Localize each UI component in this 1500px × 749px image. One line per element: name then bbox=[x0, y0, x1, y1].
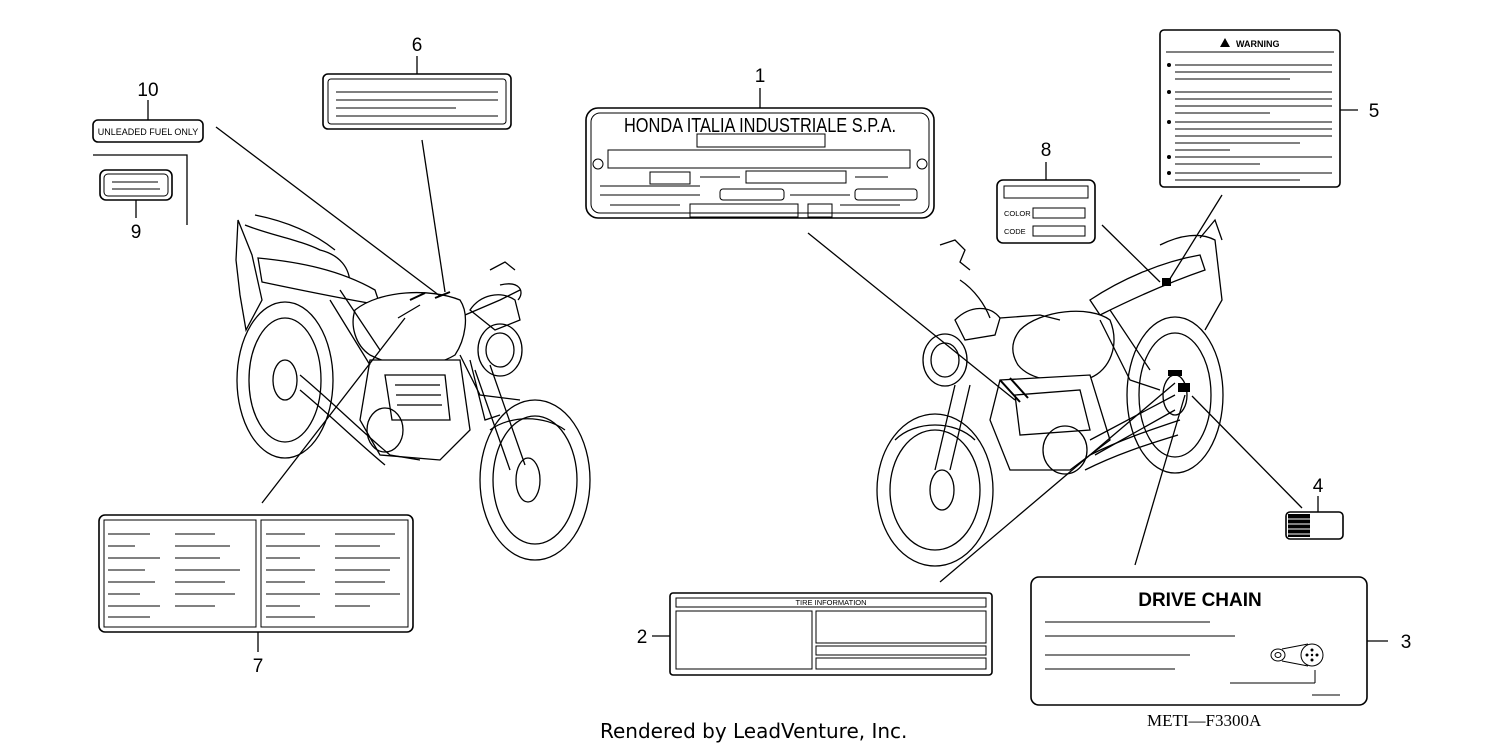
label-6 bbox=[322, 73, 512, 130]
callout-5: 5 bbox=[1369, 101, 1380, 122]
label-10-unleaded-fuel: UNLEADED FUEL ONLY bbox=[92, 119, 204, 143]
label-3-drive-chain: DRIVE CHAIN bbox=[1030, 576, 1368, 706]
callout-1: 1 bbox=[755, 66, 766, 87]
leader-lines bbox=[215, 126, 1303, 583]
motorcycle-left-view bbox=[235, 214, 591, 561]
label-9 bbox=[99, 169, 173, 201]
callout-9: 9 bbox=[131, 222, 142, 243]
chain-sprocket-icon bbox=[1270, 643, 1324, 667]
warning-text: WARNING bbox=[1236, 39, 1280, 49]
drive-chain-text: DRIVE CHAIN bbox=[1138, 590, 1262, 611]
callout-7: 7 bbox=[253, 656, 264, 677]
code-text: CODE bbox=[1004, 227, 1026, 236]
color-text: COLOR bbox=[1004, 209, 1031, 218]
unleaded-fuel-text: UNLEADED FUEL ONLY bbox=[98, 127, 199, 137]
label-2-tire-information: TIRE INFORMATION bbox=[669, 592, 993, 676]
callout-2: 2 bbox=[637, 627, 648, 648]
label-8-color-code: COLOR CODE bbox=[996, 179, 1096, 244]
tire-information-text: TIRE INFORMATION bbox=[795, 598, 866, 607]
rendered-by-text: Rendered by LeadVenture, Inc. bbox=[600, 719, 907, 743]
motorcycle-right-view bbox=[876, 218, 1224, 567]
diagram-code: METI—F3300A bbox=[1147, 711, 1262, 730]
callout-6: 6 bbox=[412, 35, 423, 56]
callout-10: 10 bbox=[137, 80, 158, 101]
honda-plate-text: HONDA ITALIA INDUSTRIALE S.P.A. bbox=[624, 115, 896, 137]
label-5-warning: WARNING bbox=[1159, 29, 1341, 188]
label-1-id-plate: HONDA ITALIA INDUSTRIALE S.P.A. bbox=[585, 107, 935, 219]
label-7 bbox=[98, 514, 414, 633]
callout-4: 4 bbox=[1313, 476, 1324, 497]
callout-8: 8 bbox=[1041, 140, 1052, 161]
callout-3: 3 bbox=[1401, 632, 1412, 653]
label-4 bbox=[1285, 511, 1344, 540]
